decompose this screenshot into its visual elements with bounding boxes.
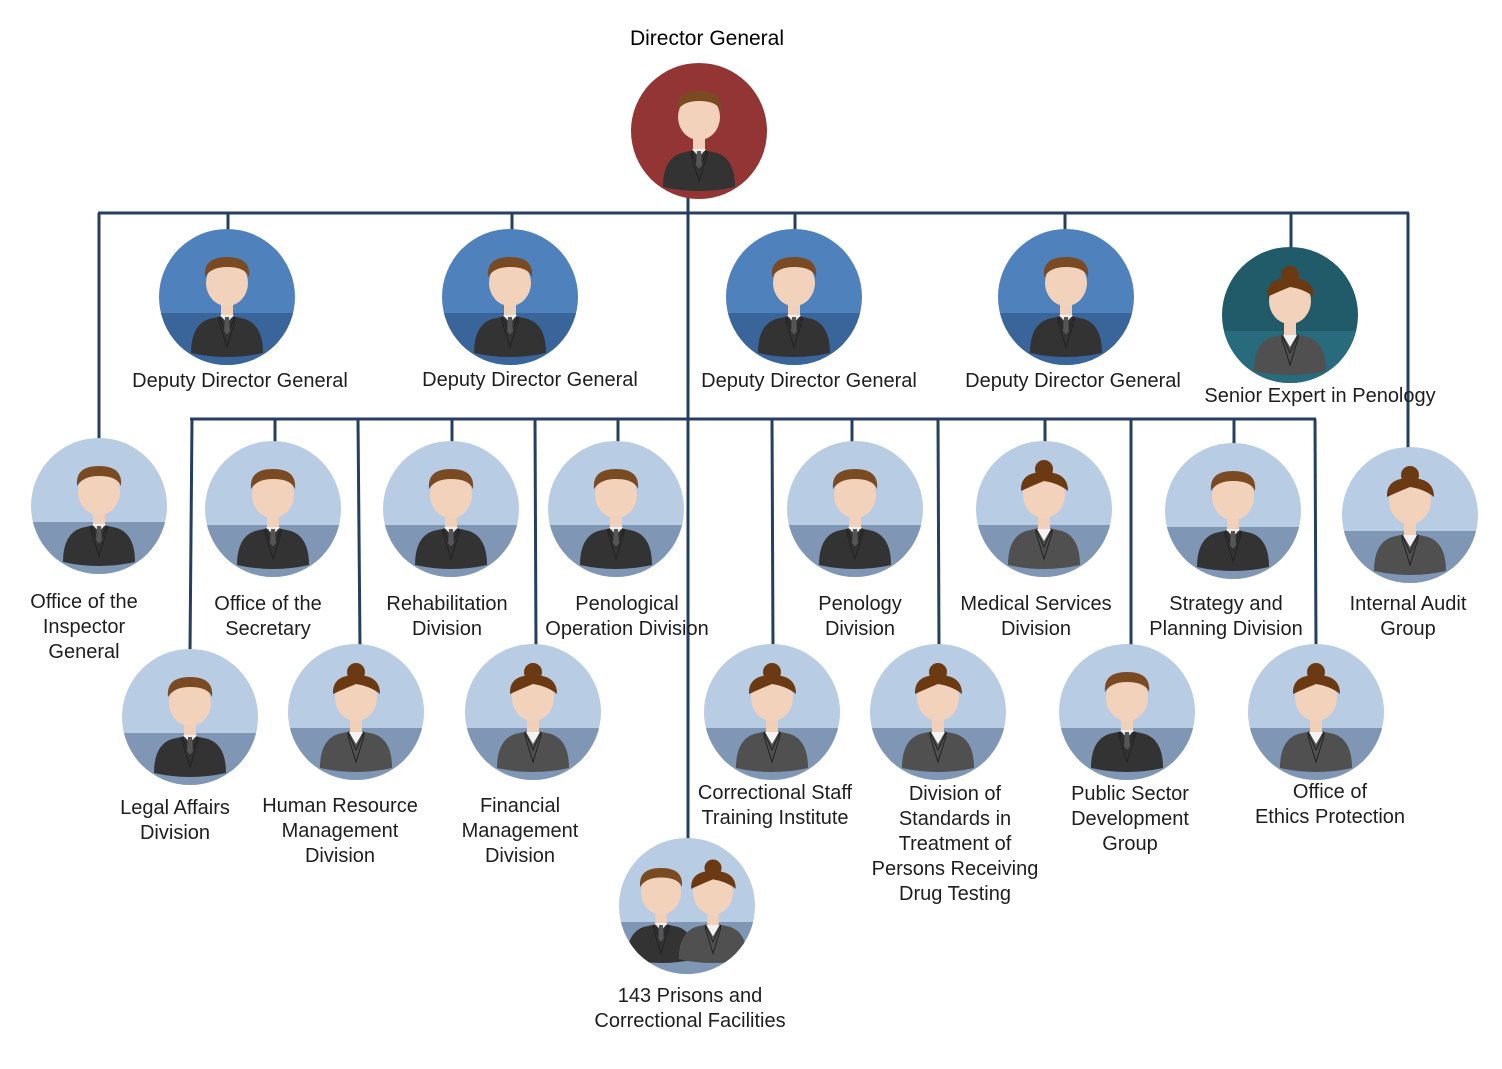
- legal-affairs-label: Legal Affairs Division: [120, 797, 230, 844]
- senior-expert-avatar[interactable]: [1220, 245, 1360, 385]
- public-sector-avatar[interactable]: [1057, 642, 1197, 782]
- rehabilitation-label: Rehabilitation Division: [386, 593, 508, 640]
- inspector-general-avatar[interactable]: [29, 436, 169, 576]
- female-avatar-icon: [1222, 247, 1358, 383]
- deputy-director-general-2-label: Deputy Director General: [422, 369, 638, 391]
- deputy-director-general-1-avatar[interactable]: [157, 227, 297, 367]
- prisons-group-avatar[interactable]: [617, 836, 757, 976]
- secretary-avatar[interactable]: [203, 439, 343, 579]
- financial-management-avatar[interactable]: [463, 642, 603, 782]
- female-avatar-icon: [1248, 644, 1384, 780]
- penological-operation-avatar[interactable]: [546, 439, 686, 579]
- ethics-protection-avatar[interactable]: [1246, 642, 1386, 782]
- male-avatar-icon: [726, 229, 862, 365]
- deputy-director-general-4-label: Deputy Director General: [965, 370, 1181, 392]
- male-avatar-icon: [548, 441, 684, 577]
- male-avatar-icon: [1059, 644, 1195, 780]
- male-avatar-icon: [31, 438, 167, 574]
- human-resource-label: Human Resource Management Division: [262, 795, 418, 867]
- director-general-label: Director General: [629, 27, 785, 50]
- senior-expert-label: Senior Expert in Penology: [1204, 385, 1436, 407]
- deputy-director-general-3-avatar[interactable]: [724, 227, 864, 367]
- standards-division-avatar[interactable]: [868, 642, 1008, 782]
- male-avatar-icon: [205, 441, 341, 577]
- secretary-label: Office of the Secretary: [214, 593, 322, 640]
- penology-avatar[interactable]: [785, 439, 925, 579]
- male-avatar-icon: [159, 229, 295, 365]
- female-avatar-icon: [1342, 447, 1478, 583]
- medical-services-avatar[interactable]: [974, 439, 1114, 579]
- male-avatar-icon: [383, 441, 519, 577]
- director-general-avatar[interactable]: [629, 61, 769, 201]
- human-resource-avatar[interactable]: [286, 642, 426, 782]
- female-avatar-icon: [288, 644, 424, 780]
- female-avatar-icon: [976, 441, 1112, 577]
- staff-training-avatar[interactable]: [702, 642, 842, 782]
- female-avatar-icon: [465, 644, 601, 780]
- deputy-director-general-4-avatar[interactable]: [996, 227, 1136, 367]
- standards-division-label: Division of Standards in Treatment of Pe…: [871, 783, 1039, 905]
- female-avatar-icon: [870, 644, 1006, 780]
- ethics-protection-label: Office of Ethics Protection: [1254, 781, 1406, 828]
- deputy-director-general-2-avatar[interactable]: [440, 227, 580, 367]
- internal-audit-avatar[interactable]: [1340, 445, 1480, 585]
- public-sector-label: Public Sector Development Group: [1071, 783, 1189, 855]
- group-avatar-icon: [619, 838, 755, 974]
- deputy-director-general-1-label: Deputy Director General: [132, 370, 348, 392]
- financial-management-label: Financial Management Division: [461, 795, 579, 867]
- strategy-planning-label: Strategy and Planning Division: [1149, 593, 1303, 640]
- deputy-director-general-3-label: Deputy Director General: [701, 370, 917, 392]
- medical-services-label: Medical Services Division: [960, 593, 1112, 640]
- penological-operation-label: Penological Operation Division: [545, 593, 709, 640]
- male-avatar-icon: [442, 229, 578, 365]
- rehabilitation-avatar[interactable]: [381, 439, 521, 579]
- male-avatar-icon: [631, 63, 767, 199]
- legal-affairs-avatar[interactable]: [120, 647, 260, 787]
- female-avatar-icon: [704, 644, 840, 780]
- male-avatar-icon: [122, 649, 258, 785]
- inspector-general-label: Office of the Inspector General: [30, 591, 138, 663]
- staff-training-label: Correctional Staff Training Institute: [697, 782, 853, 829]
- male-avatar-icon: [998, 229, 1134, 365]
- strategy-planning-avatar[interactable]: [1163, 441, 1303, 581]
- male-avatar-icon: [787, 441, 923, 577]
- male-avatar-icon: [1165, 443, 1301, 579]
- internal-audit-label: Internal Audit Group: [1349, 593, 1467, 640]
- penology-label: Penology Division: [818, 593, 902, 640]
- prisons-label: 143 Prisons and Correctional Facilities: [594, 985, 786, 1032]
